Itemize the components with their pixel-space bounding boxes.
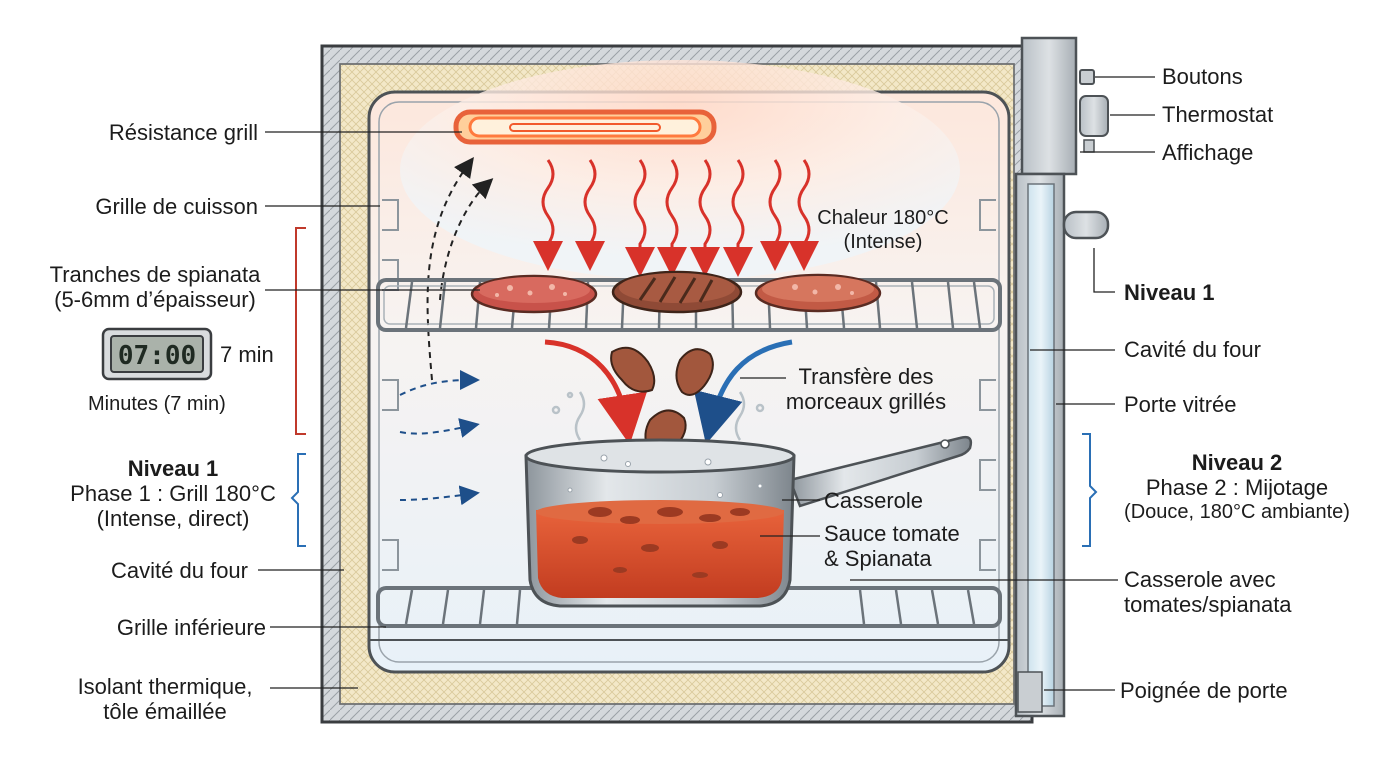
- label-phase1: Niveau 1 Phase 1 : Grill 180°C (Intense,…: [60, 456, 286, 531]
- label-casserole: Casserole: [824, 488, 924, 513]
- label-phase2-l1: Phase 2 : Mijotage: [1145, 475, 1329, 500]
- saucepan: [524, 435, 973, 608]
- control-panel: [1020, 36, 1109, 176]
- label-grille-inferieure: Grille inférieure: [116, 615, 266, 640]
- side-rails: [382, 199, 996, 571]
- label-boutons: Boutons: [1162, 64, 1243, 89]
- resistance-grill: [453, 109, 717, 145]
- transfer-arrows: [544, 339, 793, 445]
- label-minutes: Minutes (7 min): [88, 393, 226, 415]
- timer-digits: 07:00: [118, 341, 196, 371]
- label-resistance-grill: Résistance grill: [108, 120, 258, 145]
- heat-arrows: [533, 159, 819, 277]
- label-isolant-l2: tôle émaillée: [103, 699, 227, 724]
- label-cavite-right: Cavité du four: [1124, 337, 1261, 362]
- spianata-slices: [470, 270, 882, 314]
- label-casserole-avec: Casserole avec tomates/spianata: [1124, 567, 1292, 617]
- label-chaleur-l2: (Intense): [843, 231, 923, 253]
- label-tranches-l1: Tranches de spianata: [49, 262, 261, 287]
- label-isolant: Isolant thermique, tôle émaillée: [52, 674, 278, 724]
- label-thermostat: Thermostat: [1162, 102, 1274, 127]
- label-porte-vitree: Porte vitrée: [1124, 392, 1237, 417]
- lower-rack: [376, 586, 1002, 628]
- label-grille-cuisson: Grille de cuisson: [95, 194, 258, 219]
- label-chaleur-l1: Chaleur 180°C: [817, 207, 949, 229]
- label-niveau1-right: Niveau 1: [1124, 280, 1215, 305]
- label-sauce: Sauce tomate & Spianata: [824, 521, 960, 571]
- timer-display: 07:00: [101, 327, 213, 381]
- brackets: [290, 227, 1098, 547]
- label-niveau2: Niveau 2: [1191, 450, 1283, 475]
- label-phase2: Niveau 2 Phase 2 : Mijotage (Douce, 180°…: [1110, 450, 1364, 525]
- label-tranches-l2: (5-6mm d’épaisseur): [54, 287, 256, 312]
- label-sauce-l1: Sauce tomate: [824, 521, 960, 546]
- label-transfere-l2: morceaux grillés: [785, 389, 947, 414]
- oven-door: [1014, 172, 1110, 718]
- label-phase2-l2: (Douce, 180°C ambiante): [1124, 501, 1350, 523]
- label-transfere-l1: Transfère des: [798, 364, 934, 389]
- label-chaleur: Chaleur 180°C (Intense): [808, 206, 958, 254]
- label-poignee: Poignée de porte: [1120, 678, 1288, 703]
- steam: [551, 391, 765, 441]
- label-casserole-avec-l2: tomates/spianata: [1124, 592, 1292, 617]
- label-timer-text: 7 min: [220, 342, 274, 367]
- label-affichage: Affichage: [1162, 140, 1254, 165]
- label-tranches: Tranches de spianata (5-6mm d’épaisseur): [42, 262, 268, 312]
- label-transfere: Transfère des morceaux grillés: [776, 364, 956, 414]
- label-phase1-l1: Phase 1 : Grill 180°C: [70, 481, 276, 506]
- label-sauce-l2: & Spianata: [824, 546, 932, 571]
- leader-lines: [258, 76, 1155, 691]
- label-isolant-l1: Isolant thermique,: [77, 674, 253, 699]
- convection-arrows: [399, 156, 494, 506]
- label-cavite-left: Cavité du four: [111, 558, 248, 583]
- label-phase1-l2: (Intense, direct): [96, 506, 250, 531]
- label-casserole-avec-l1: Casserole avec: [1124, 567, 1276, 592]
- label-niveau1-left: Niveau 1: [127, 456, 219, 481]
